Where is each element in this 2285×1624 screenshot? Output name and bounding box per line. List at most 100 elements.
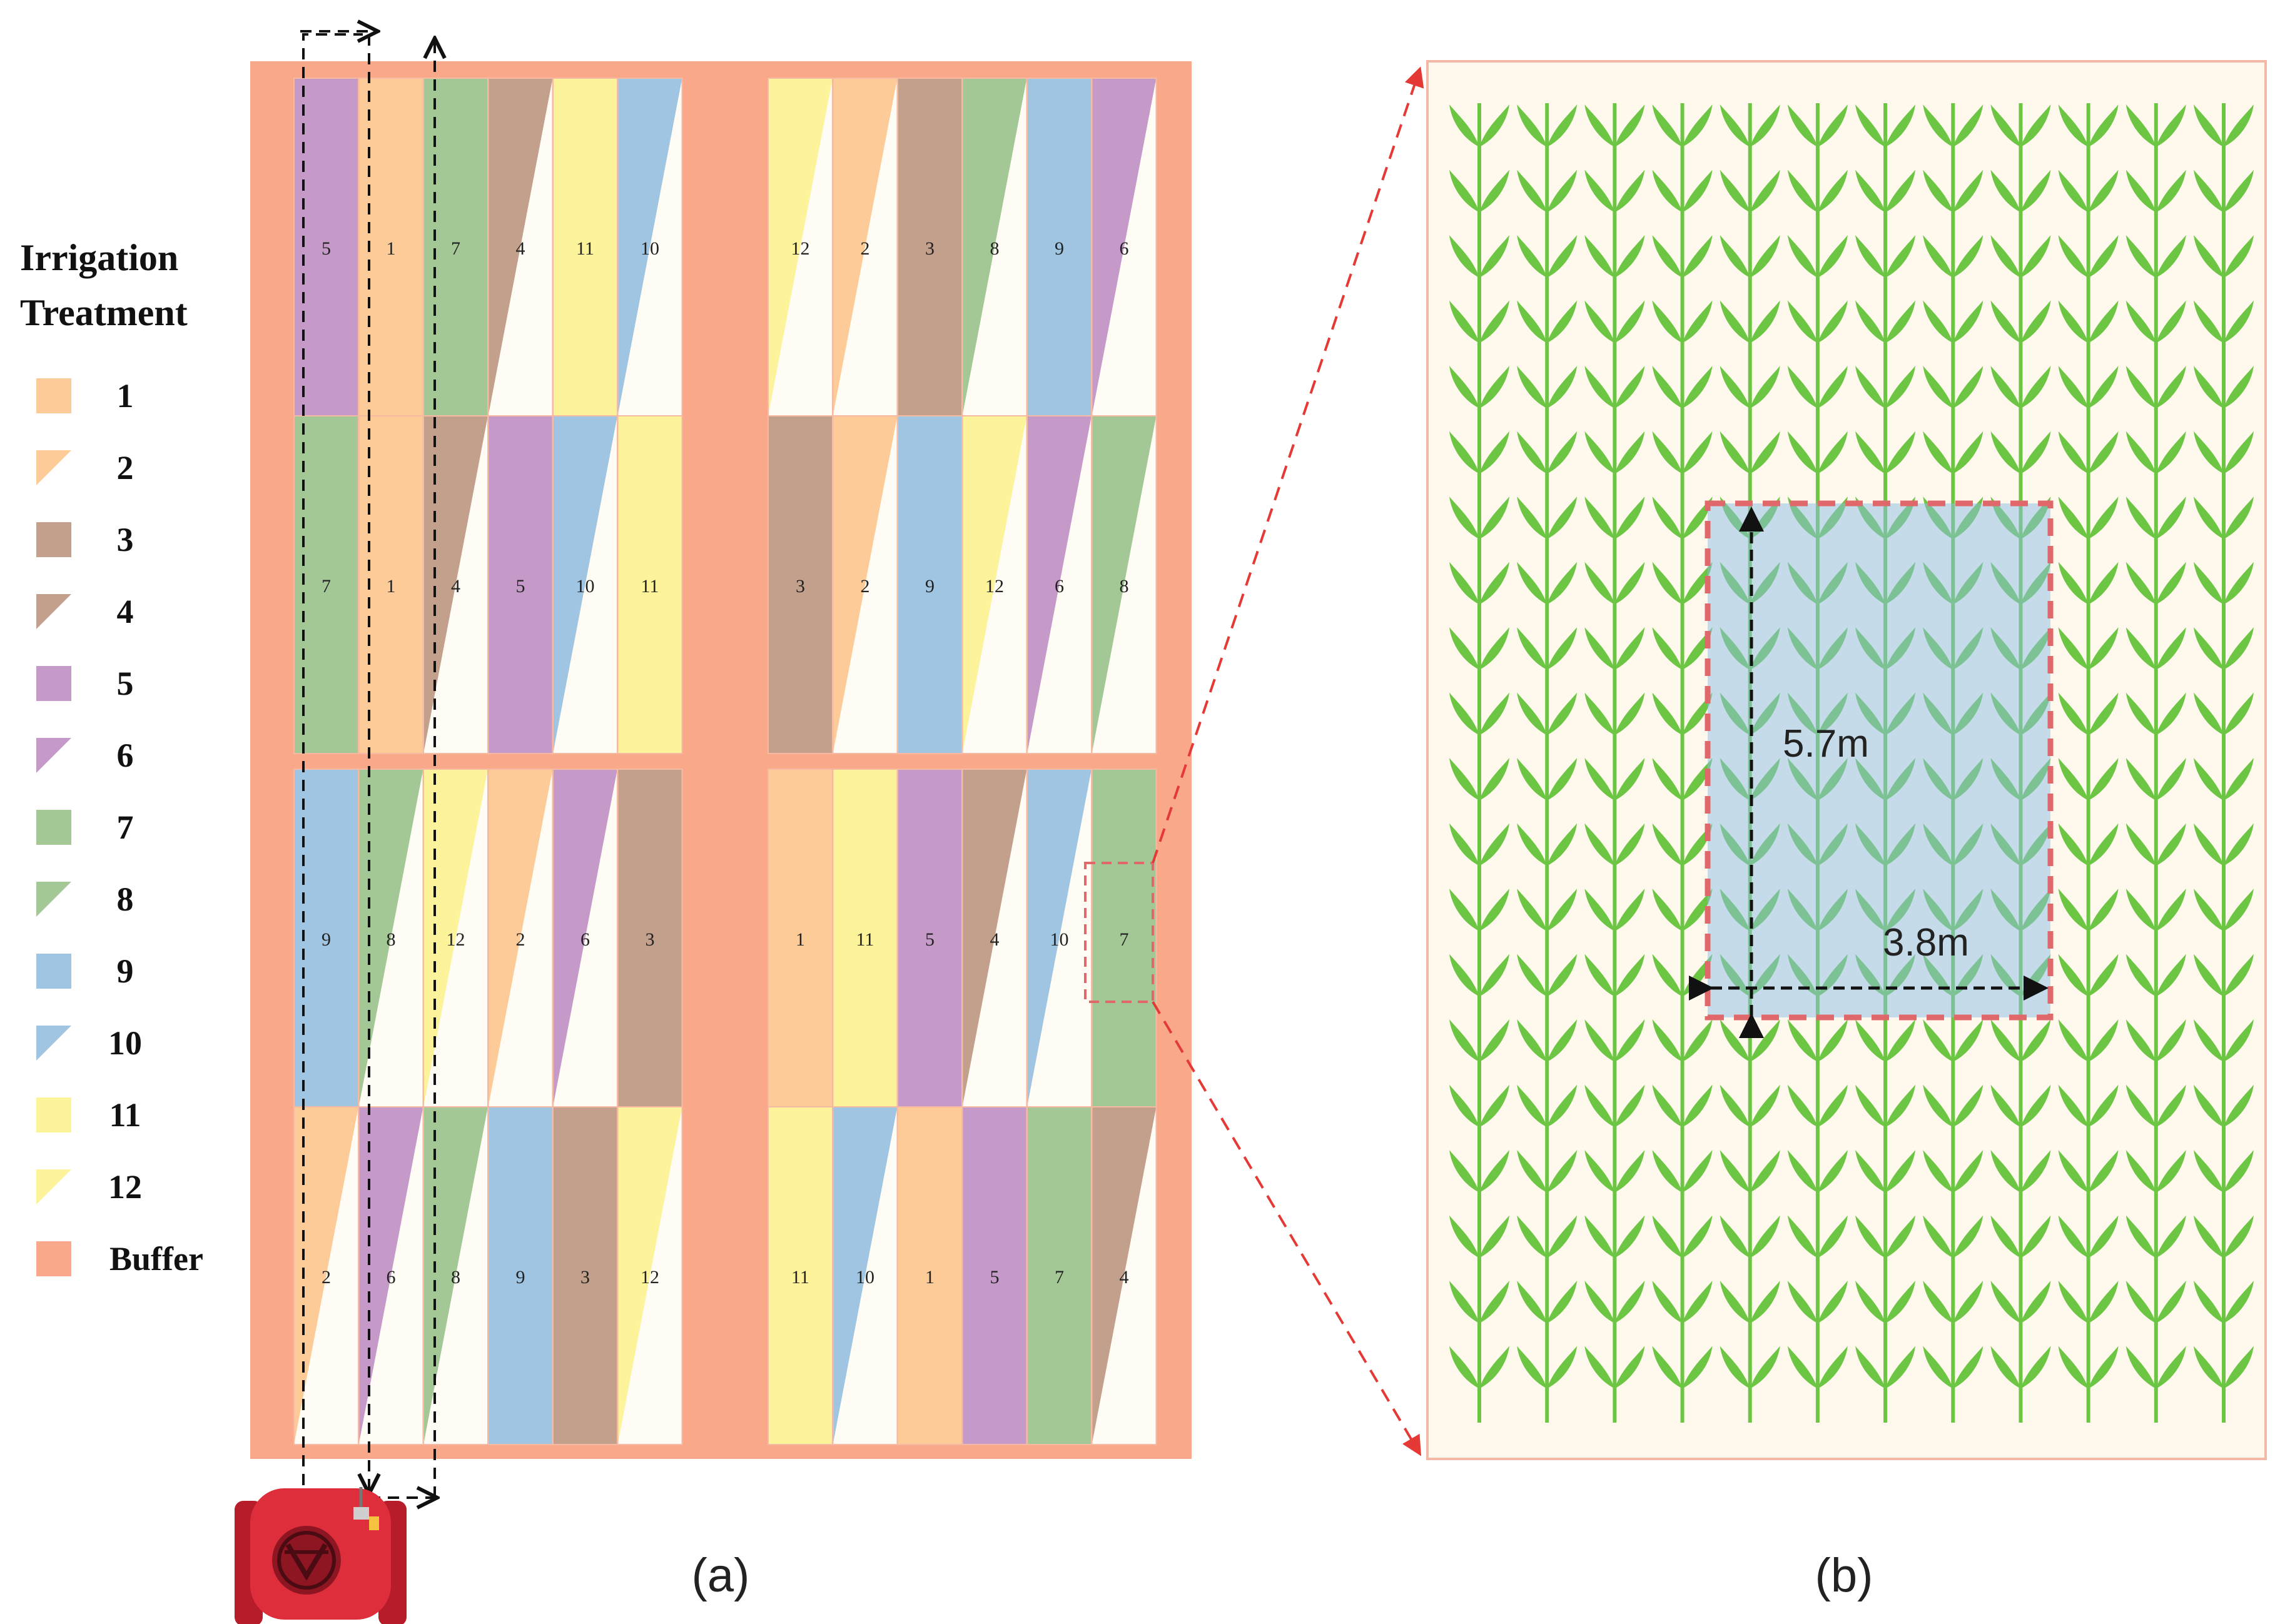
plot-treatment-9 bbox=[1027, 78, 1092, 416]
crop-leaf-icon bbox=[2088, 889, 2119, 931]
plot-treatment-4 bbox=[488, 78, 553, 416]
crop-leaf-icon bbox=[1517, 1215, 1548, 1258]
crop-leaf-icon bbox=[2125, 235, 2156, 278]
crop-leaf-icon bbox=[1682, 235, 1713, 278]
crop-leaf-icon bbox=[2125, 431, 2156, 474]
crop-leaf-icon bbox=[1817, 1084, 1848, 1127]
crop-leaf-icon bbox=[2088, 431, 2119, 474]
crop-leaf-icon bbox=[1652, 497, 1683, 539]
crop-leaf-icon bbox=[2125, 1150, 2156, 1193]
crop-leaf-icon bbox=[1584, 692, 1615, 735]
plot-treatment-6 bbox=[1092, 78, 1157, 416]
crop-leaf-icon bbox=[1547, 1084, 1578, 1127]
plot-border bbox=[617, 415, 683, 754]
crop-leaf-icon bbox=[1885, 300, 1916, 343]
crop-leaf-icon bbox=[1652, 431, 1683, 474]
legend-label: 1 bbox=[117, 377, 134, 415]
crop-leaf-icon bbox=[2088, 366, 2119, 408]
plot-label: 1 bbox=[387, 238, 396, 259]
connector-top bbox=[1152, 66, 1424, 864]
plot-label: 12 bbox=[791, 238, 810, 259]
crop-leaf-icon bbox=[1720, 366, 1750, 408]
legend-title-line1: Irrigation bbox=[20, 237, 178, 278]
crop-leaf-icon bbox=[1990, 235, 2021, 278]
path-segment-1 bbox=[302, 33, 363, 1541]
crop-leaf-icon bbox=[1652, 627, 1683, 670]
crop-leaf-icon bbox=[1479, 169, 1509, 213]
crop-leaf-icon bbox=[2156, 889, 2186, 931]
crop-leaf-icon bbox=[1953, 431, 1984, 474]
crop-leaf-icon bbox=[2020, 1346, 2051, 1389]
crop-leaf-icon bbox=[1517, 235, 1548, 278]
crop-leaf-icon bbox=[1517, 366, 1548, 408]
crop-leaf-icon bbox=[1449, 889, 1479, 931]
crop-leaf-icon bbox=[2156, 1346, 2186, 1389]
crop-leaf-icon bbox=[1517, 954, 1548, 997]
legend-item: 7 bbox=[36, 809, 134, 846]
crop-leaf-icon bbox=[1449, 1150, 1479, 1193]
plot-treatment-6 bbox=[553, 769, 617, 1107]
crop-leaf-icon bbox=[1479, 627, 1509, 670]
plot-label: 12 bbox=[985, 576, 1004, 597]
crop-leaf-icon bbox=[1614, 169, 1645, 213]
crop-leaf-icon bbox=[2194, 562, 2224, 605]
crop-leaf-icon bbox=[2020, 300, 2051, 343]
caption-a: (a) bbox=[692, 1549, 750, 1602]
crop-leaf-icon bbox=[2058, 1150, 2089, 1193]
crop-leaf-icon bbox=[2224, 104, 2254, 147]
crop-leaf-icon bbox=[1449, 497, 1479, 539]
legend-swatch bbox=[36, 666, 71, 701]
plot-label: 12 bbox=[447, 929, 465, 950]
legend-swatch bbox=[36, 738, 71, 773]
crop-leaf-icon bbox=[2058, 431, 2089, 474]
crop-leaf-icon bbox=[1885, 169, 1916, 213]
crop-leaf-icon bbox=[1449, 692, 1479, 735]
crop-leaf-icon bbox=[1547, 823, 1578, 866]
crop-leaf-icon bbox=[1584, 1215, 1615, 1258]
crop-leaf-icon bbox=[1990, 1215, 2021, 1258]
crop-leaf-icon bbox=[1479, 1281, 1509, 1323]
crop-leaf-icon bbox=[2224, 758, 2254, 800]
crop-leaf-icon bbox=[1652, 1281, 1683, 1323]
crop-leaf-icon bbox=[1787, 300, 1818, 343]
crop-leaf-icon bbox=[2088, 1346, 2119, 1389]
crop-leaf-icon bbox=[1953, 366, 1984, 408]
crop-leaf-icon bbox=[2194, 758, 2224, 800]
crop-leaf-icon bbox=[1584, 1281, 1615, 1323]
crop-leaf-icon bbox=[2088, 1019, 2119, 1062]
crop-leaf-icon bbox=[2058, 104, 2089, 147]
plot-label: 2 bbox=[861, 238, 870, 259]
crop-leaf-icon bbox=[1885, 366, 1916, 408]
plot-treatment-7 bbox=[1027, 1107, 1092, 1445]
crop-leaf-icon bbox=[1953, 1150, 1984, 1193]
crop-leaf-icon bbox=[1885, 1084, 1916, 1127]
legend-item: 10 bbox=[36, 1024, 142, 1062]
crop-leaf-icon bbox=[1750, 1084, 1780, 1127]
plot-treatment-2 bbox=[833, 78, 898, 416]
crop-leaf-icon bbox=[2224, 1346, 2254, 1389]
crop-leaf-icon bbox=[2156, 1215, 2186, 1258]
crop-leaf-icon bbox=[1449, 627, 1479, 670]
crop-leaf-icon bbox=[2088, 497, 2119, 539]
crop-leaf-icon bbox=[1449, 431, 1479, 474]
crop-leaf-icon bbox=[1614, 1084, 1645, 1127]
crop-leaf-icon bbox=[2020, 169, 2051, 213]
crop-leaf-icon bbox=[1990, 1346, 2021, 1389]
crop-leaf-icon bbox=[1855, 1215, 1886, 1258]
crop-leaf-icon bbox=[2224, 366, 2254, 408]
crop-leaf-icon bbox=[1720, 1150, 1750, 1193]
crop-leaf-icon bbox=[1855, 1019, 1886, 1062]
crop-leaf-icon bbox=[1614, 300, 1645, 343]
plot-label: 7 bbox=[451, 238, 460, 259]
crop-leaf-icon bbox=[2194, 823, 2224, 866]
crop-leaf-icon bbox=[1584, 366, 1615, 408]
crop-leaf-icon bbox=[1517, 692, 1548, 735]
crop-leaf-icon bbox=[1923, 366, 1953, 408]
crop-leaf-icon bbox=[1855, 300, 1886, 343]
plot-label: 9 bbox=[322, 929, 331, 950]
legend-label: 3 bbox=[117, 521, 134, 558]
plot-label: 5 bbox=[990, 1267, 1000, 1288]
crop-leaf-icon bbox=[1953, 1281, 1984, 1323]
crop-leaf-icon bbox=[1449, 300, 1479, 343]
